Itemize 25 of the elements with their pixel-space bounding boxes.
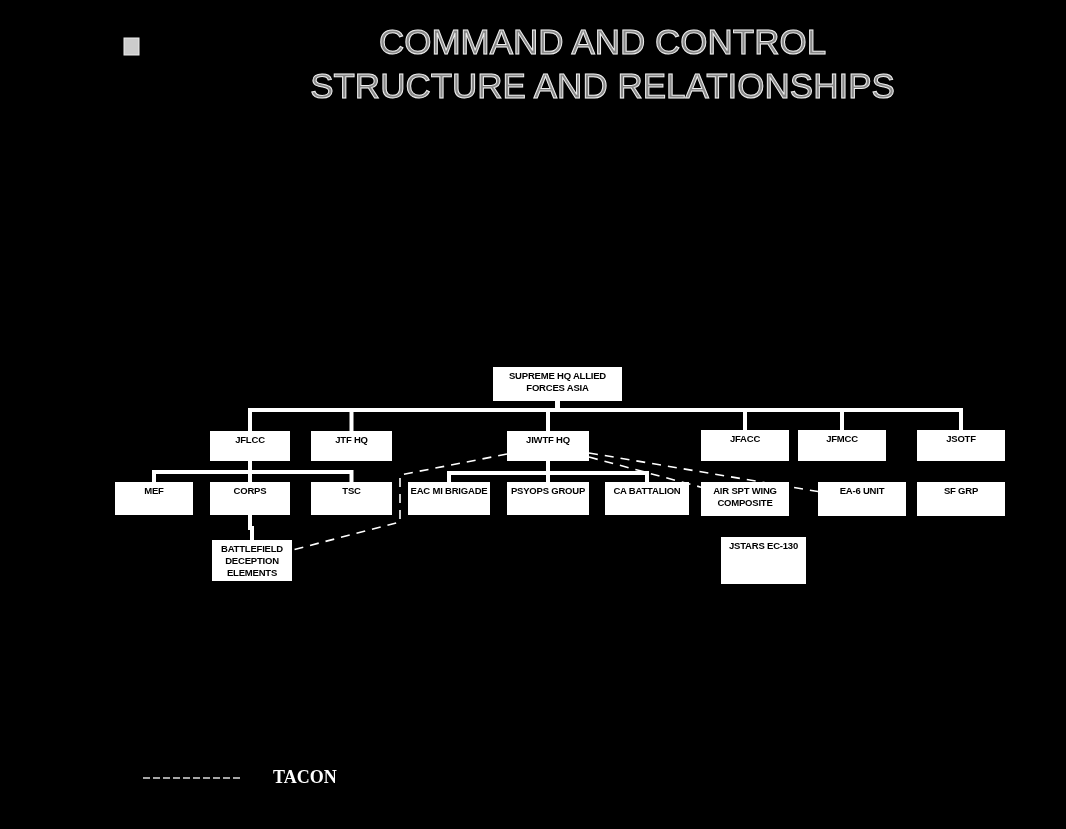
org-box: JTF HQ <box>311 431 392 461</box>
org-box: SUPREME HQ ALLIED FORCES ASIA <box>493 367 622 401</box>
org-box: JFACC <box>701 430 789 461</box>
org-box: JFMCC <box>798 430 886 461</box>
org-box: JIWTF HQ <box>507 431 589 461</box>
dashed-connector <box>588 452 819 493</box>
dashed-connector <box>588 456 702 488</box>
org-box: TSC <box>311 482 392 515</box>
legend-label: TACON <box>273 767 337 788</box>
org-box: PSYOPS GROUP <box>507 482 589 515</box>
org-box: JSOTF <box>917 430 1005 461</box>
org-box: EAC MI BRIGADE <box>408 482 490 515</box>
org-box: CORPS <box>210 482 290 515</box>
org-box: CA BATTALION <box>605 482 689 515</box>
org-box: SF GRP <box>917 482 1005 516</box>
org-box: AIR SPT WING COMPOSITE <box>701 482 789 516</box>
title: COMMAND AND CONTROL STRUCTURE AND RELATIONSHIPS <box>309 21 896 107</box>
org-box: JFLCC <box>210 431 290 461</box>
org-box: MEF <box>115 482 193 515</box>
org-box: BATTLEFIELD DECEPTION ELEMENTS <box>212 540 292 581</box>
org-box: EA-6 UNIT <box>818 482 906 516</box>
connector-line <box>546 461 649 482</box>
connector-line <box>555 401 963 430</box>
connector-line <box>248 515 254 540</box>
org-box: JSTARS EC-130 <box>721 537 806 584</box>
